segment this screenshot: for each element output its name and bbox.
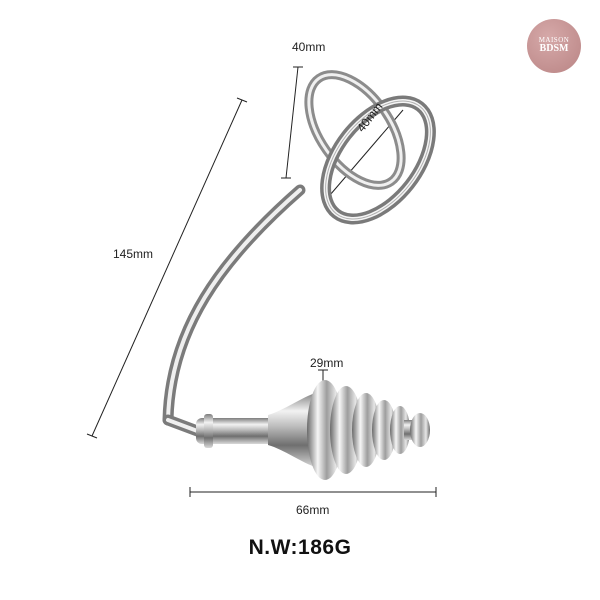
ring-height-label: 40mm [292, 40, 326, 54]
cock-ring [304, 70, 436, 225]
spiral-plug [268, 380, 430, 480]
plug-diameter-label: 29mm [310, 356, 344, 370]
total-height-label: 145mm [113, 247, 154, 261]
plug-shaft [196, 414, 276, 448]
plug-length-label: 66mm [296, 503, 330, 517]
connecting-bar [162, 184, 306, 438]
net-weight-label: N.W:186G [248, 536, 352, 559]
ring-height-line [285, 66, 299, 179]
logo-line-2: BDSM [539, 43, 569, 55]
brand-logo: MAISON BDSM [527, 19, 581, 73]
total-height-line [91, 99, 243, 437]
logo-line-1: MAISON [538, 36, 570, 45]
